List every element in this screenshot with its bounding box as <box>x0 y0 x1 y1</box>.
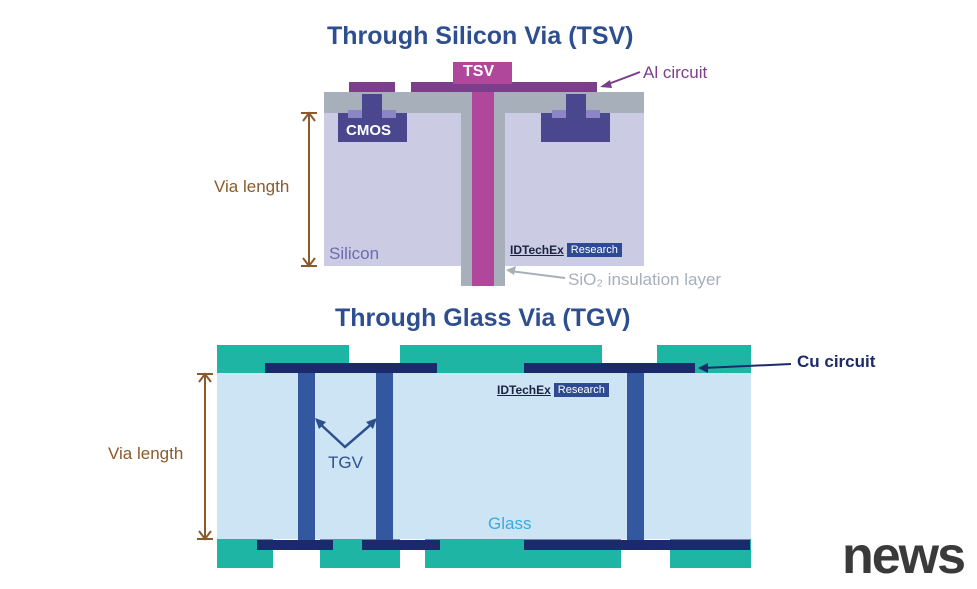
tsv-via <box>472 82 494 286</box>
tsv-via-label: TSV <box>463 63 495 80</box>
tgv-label: TGV <box>328 453 363 472</box>
news-logo: news <box>842 527 966 585</box>
tgv-via-length-label: Via length <box>108 444 184 463</box>
tgv-watermark-name: IDTechEx <box>497 383 551 397</box>
silicon-label: Silicon <box>329 244 380 263</box>
cu-circuit-label: Cu circuit <box>797 352 876 371</box>
cu-line-bottom-2 <box>362 540 440 550</box>
cmos-left-contact-2 <box>382 110 396 118</box>
tgv-via-2 <box>376 373 393 540</box>
al-circuit-left <box>349 82 395 92</box>
cmos-left-gate <box>362 94 382 114</box>
cu-line-top-2 <box>524 363 695 373</box>
glass-label: Glass <box>488 514 532 533</box>
tsv-title: Through Silicon Via (TSV) <box>327 22 634 50</box>
tgv-pointer <box>316 420 376 449</box>
insulation-pointer <box>509 270 566 279</box>
cmos-right-contact-2 <box>586 110 600 118</box>
cmos-right-gate <box>566 94 586 114</box>
cu-line-top-1 <box>265 363 437 373</box>
tgv-via-3 <box>627 373 644 540</box>
al-circuit-label: Al circuit <box>643 63 708 82</box>
cmos-label: CMOS <box>346 122 391 139</box>
cu-circuit-pointer <box>702 363 792 369</box>
insulation-label: SiO₂ insulation layer <box>568 270 722 289</box>
tgv-watermark: IDTechEx Research <box>497 383 609 397</box>
tgv-via-1 <box>298 373 315 540</box>
glass-block <box>217 373 751 539</box>
cmos-right-contact-1 <box>552 110 566 118</box>
tsv-watermark-name: IDTechEx <box>510 243 564 257</box>
tgv-title: Through Glass Via (TGV) <box>335 304 631 332</box>
tsv-watermark: IDTechEx Research <box>510 243 622 257</box>
tsv-top-pad <box>453 62 512 84</box>
tgv-watermark-tag: Research <box>553 383 609 397</box>
cu-line-bottom-1 <box>257 540 333 550</box>
cmos-left-contact-1 <box>348 110 362 118</box>
al-circuit-right <box>411 82 597 92</box>
tsv-via-length-label: Via length <box>214 177 290 196</box>
tsv-watermark-tag: Research <box>566 243 622 257</box>
cu-line-bottom-3 <box>524 540 750 550</box>
